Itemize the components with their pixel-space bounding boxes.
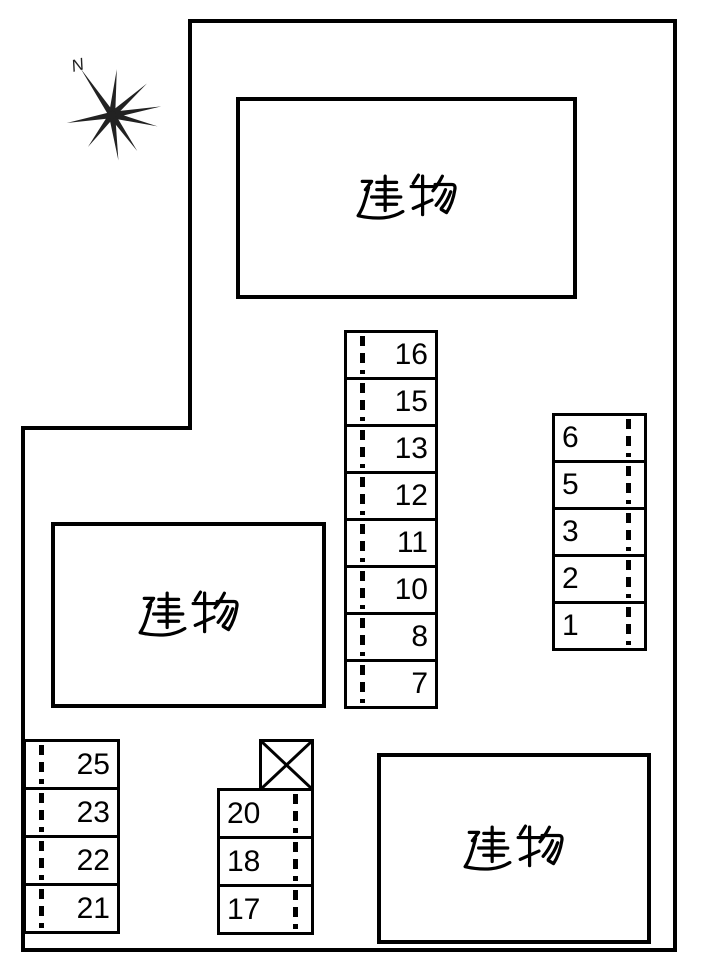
parking-space: 15 [347,380,435,427]
building-top [236,97,577,299]
compass-north-label: N [69,54,86,76]
parking-column-right: 6 5 3 2 1 [552,413,647,651]
parking-space: 25 [26,742,117,790]
parking-space-number: 6 [562,421,579,454]
stall-divider-dash [360,477,365,515]
blocked-space-crossed-box-icon [259,739,314,791]
parking-space-number: 10 [394,573,428,606]
parking-space-number: 11 [396,526,428,559]
parking-space-number: 13 [394,432,428,465]
parking-space-number: 21 [76,891,110,925]
parking-space: 12 [347,474,435,521]
parking-space: 10 [347,568,435,615]
parking-space: 18 [220,839,311,887]
parking-space: 13 [347,427,435,474]
parking-space-number: 7 [411,667,428,700]
stall-divider-dash [360,430,365,468]
stall-divider-dash [293,794,298,833]
stall-divider-dash [360,665,365,703]
compass-star [66,68,162,161]
parking-space-number: 17 [227,892,261,926]
stall-divider-dash [626,607,631,645]
parking-space-number: 25 [76,747,110,781]
building-label-kanji [463,824,564,871]
parking-space: 20 [220,791,311,839]
parking-space-number: 23 [76,795,110,829]
compass-north-icon: N [52,38,172,168]
stall-divider-dash [39,745,44,784]
parking-space-number: 15 [394,385,428,418]
stall-divider-dash [360,524,365,562]
stall-divider-dash [39,793,44,832]
parking-space: 17 [220,887,311,932]
building-left [51,522,326,708]
stall-divider-dash [360,618,365,656]
parking-space-number: 2 [562,562,579,595]
parking-space: 2 [555,557,644,604]
parking-space-number: 18 [227,844,261,878]
building-bottom-right [377,753,651,944]
stall-divider-dash [360,571,365,609]
parking-space: 8 [347,615,435,662]
stall-divider-dash [626,560,631,598]
parking-space: 7 [347,662,435,706]
parking-space: 3 [555,510,644,557]
parking-space: 5 [555,463,644,510]
building-label-kanji [356,173,457,220]
parking-column-bottom-middle: 20 18 17 [217,788,314,935]
stall-divider-dash [360,336,365,374]
parking-space-number: 1 [562,609,579,642]
parking-space-number: 16 [394,338,428,371]
parking-space-number: 8 [411,620,428,653]
stall-divider-dash [293,890,298,929]
parking-space-number: 22 [76,843,110,877]
parking-space-number: 5 [562,468,579,501]
parking-space-number: 20 [227,796,261,830]
parking-space: 16 [347,333,435,380]
stall-divider-dash [626,466,631,504]
parking-space: 23 [26,790,117,838]
parking-space: 21 [26,886,117,931]
parking-space: 22 [26,838,117,886]
parking-space-number: 3 [562,515,579,548]
stall-divider-dash [39,841,44,880]
stall-divider-dash [626,513,631,551]
stall-divider-dash [626,419,631,457]
parking-space: 1 [555,604,644,648]
parking-space-number: 12 [394,479,428,512]
stall-divider-dash [360,383,365,421]
parking-column-bottom-left: 25 23 22 21 [23,739,120,934]
parking-space: 6 [555,416,644,463]
building-label-kanji [138,590,239,637]
parking-space: 11 [347,521,435,568]
stall-divider-dash [293,842,298,881]
parking-column-middle: 16 15 13 12 11 10 8 7 [344,330,438,709]
stall-divider-dash [39,889,44,928]
